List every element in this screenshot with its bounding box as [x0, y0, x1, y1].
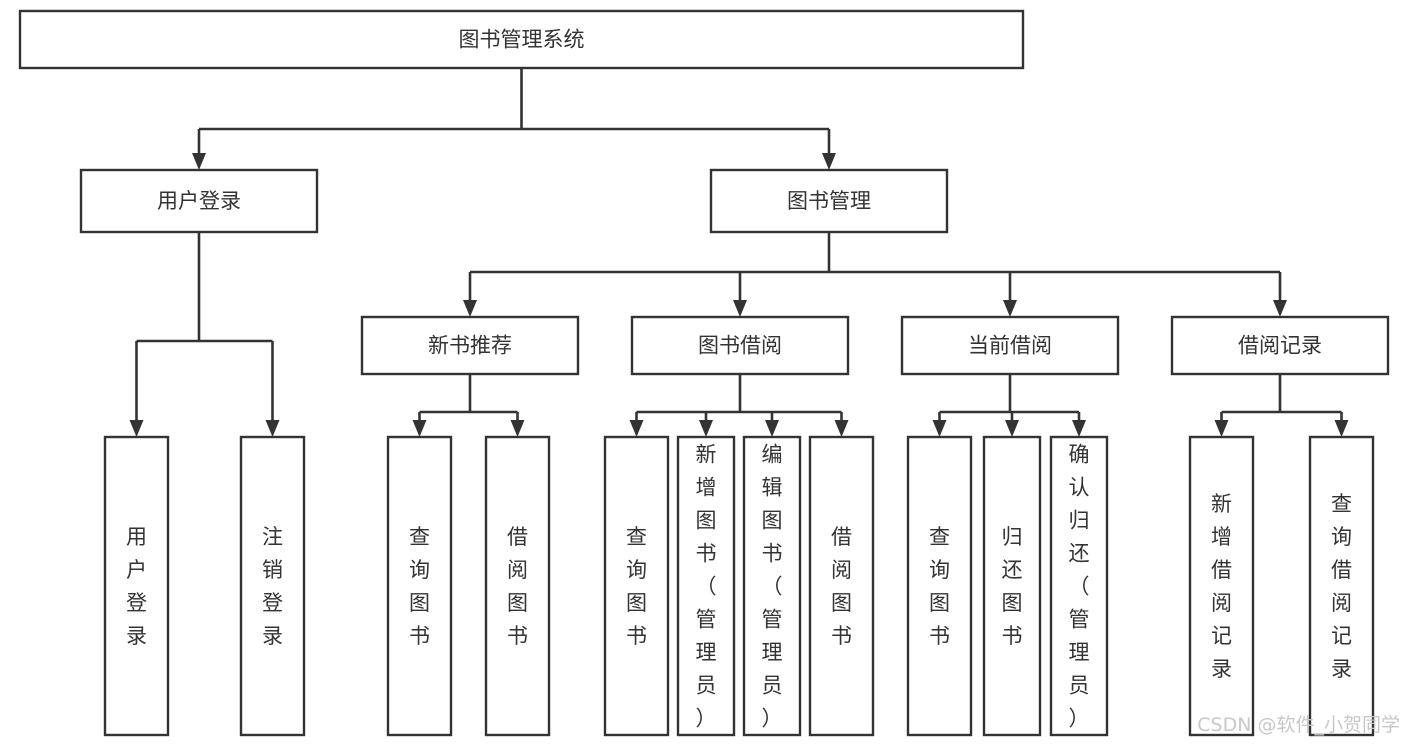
node-root[interactable]: 图书管理系统: [18, 9, 1025, 70]
leaf-g1-1[interactable]: 新增图书（管理员）: [676, 435, 736, 737]
leaf-g0-0-rect[interactable]: [386, 435, 453, 737]
leaf-g1-1-rect[interactable]: [676, 435, 736, 737]
leaf-0-0-label: 用户登录: [126, 525, 147, 648]
leaf-g1-2-rect[interactable]: [742, 435, 802, 737]
node-root-rect[interactable]: [18, 9, 1025, 70]
leaf-g1-0-label: 查询图书: [626, 525, 647, 648]
conn-level1-1-arrow-3: [1273, 300, 1287, 317]
conn-level2-1-arrow-3: [834, 420, 849, 437]
leaf-g1-3-label: 借阅图书: [831, 525, 852, 648]
leaf-g1-2-label: 编辑图书（管理员）: [762, 443, 783, 731]
leaf-g2-1-label: 归还图书: [1002, 525, 1023, 648]
leaf-g3-0-label: 新增借阅记录: [1211, 492, 1232, 681]
node-level1-1[interactable]: 图书管理: [709, 168, 949, 234]
leaf-g3-1-rect[interactable]: [1308, 435, 1375, 737]
conn-level2-1-arrow-2: [765, 420, 779, 437]
leaf-g0-0[interactable]: 查询图书: [386, 435, 453, 737]
leaf-g0-1-label: 借阅图书: [507, 525, 528, 648]
leaf-g2-0-rect[interactable]: [906, 435, 973, 737]
node-level1-1-rect[interactable]: [709, 168, 949, 234]
node-level2-1-label: 图书借阅: [698, 334, 782, 358]
conn-level2-2-arrow-2: [1072, 420, 1086, 437]
conn-level2-1-arrow-1: [699, 420, 713, 437]
leaf-g1-1-label: 新增图书（管理员）: [696, 443, 717, 731]
leaf-0-1[interactable]: 注销登录: [239, 435, 306, 737]
conn-level1-1-arrow-0: [463, 300, 477, 317]
conn-level1-1-arrow-2: [1003, 300, 1017, 317]
leaf-g1-0[interactable]: 查询图书: [603, 435, 670, 737]
node-level2-3-label: 借阅记录: [1238, 334, 1322, 358]
node-level2-3[interactable]: 借阅记录: [1170, 315, 1390, 376]
leaf-g0-1[interactable]: 借阅图书: [484, 435, 551, 737]
node-level2-1[interactable]: 图书借阅: [630, 315, 850, 376]
leaf-g1-2[interactable]: 编辑图书（管理员）: [742, 435, 802, 737]
leaf-g2-1-rect[interactable]: [982, 435, 1042, 737]
leaf-g1-3[interactable]: 借阅图书: [808, 435, 875, 737]
leaf-g3-1[interactable]: 查询借阅记录: [1308, 435, 1375, 737]
leaf-g3-1-label: 查询借阅记录: [1331, 492, 1352, 681]
conn-level2-3-arrow-1: [1334, 420, 1349, 437]
node-level2-1-rect[interactable]: [630, 315, 850, 376]
csdn-watermark: CSDN @软件_小贺同学: [1197, 714, 1400, 736]
leaf-g2-2-label: 确认归还（管理员）: [1069, 443, 1090, 731]
leaf-g3-0[interactable]: 新增借阅记录: [1188, 435, 1255, 737]
node-level2-0[interactable]: 新书推荐: [360, 315, 580, 376]
leaf-g0-1-rect[interactable]: [484, 435, 551, 737]
leaf-0-0-rect[interactable]: [103, 435, 170, 737]
node-level1-1-label: 图书管理: [787, 189, 871, 213]
conn-level2-1-arrow-0: [629, 420, 644, 437]
conn-level2-0-arrow-0: [412, 420, 427, 437]
leaf-g2-2-rect[interactable]: [1049, 435, 1109, 737]
leaf-g1-0-rect[interactable]: [603, 435, 670, 737]
leaf-g3-0-rect[interactable]: [1188, 435, 1255, 737]
conn-level2-3-arrow-0: [1214, 420, 1229, 437]
conn-level2-2-arrow-1: [1005, 420, 1019, 437]
node-level2-0-rect[interactable]: [360, 315, 580, 376]
node-level1-0-label: 用户登录: [157, 189, 241, 213]
node-level2-2-label: 当前借阅: [968, 334, 1052, 358]
node-level2-3-rect[interactable]: [1170, 315, 1390, 376]
conn-level2-0-arrow-1: [510, 420, 525, 437]
leaf-g2-2[interactable]: 确认归还（管理员）: [1049, 435, 1109, 737]
conn-root-arrow-0: [192, 153, 206, 170]
connector-layer: [129, 68, 1349, 437]
conn-level2-2-arrow-0: [932, 420, 947, 437]
leaf-g0-0-label: 查询图书: [409, 525, 430, 648]
conn-level1-1-arrow-1: [733, 300, 747, 317]
leaf-g2-0-label: 查询图书: [929, 525, 950, 648]
leaf-0-1-label: 注销登录: [262, 525, 283, 648]
leaf-0-0[interactable]: 用户登录: [103, 435, 170, 737]
conn-level1-0-arrow-0: [129, 420, 144, 437]
conn-root-arrow-1: [822, 153, 836, 170]
node-level2-2-rect[interactable]: [900, 315, 1120, 376]
node-level2-0-label: 新书推荐: [428, 334, 512, 358]
node-layer: 图书管理系统用户登录用户登录注销登录图书管理新书推荐查询图书借阅图书图书借阅查询…: [18, 9, 1390, 737]
leaf-g1-3-rect[interactable]: [808, 435, 875, 737]
node-level1-0-rect[interactable]: [79, 168, 319, 234]
conn-level1-0-arrow-1: [265, 420, 280, 437]
node-level2-2[interactable]: 当前借阅: [900, 315, 1120, 376]
node-root-label: 图书管理系统: [459, 28, 585, 52]
leaf-0-1-rect[interactable]: [239, 435, 306, 737]
node-level1-0[interactable]: 用户登录: [79, 168, 319, 234]
leaf-g2-0[interactable]: 查询图书: [906, 435, 973, 737]
leaf-g2-1[interactable]: 归还图书: [982, 435, 1042, 737]
